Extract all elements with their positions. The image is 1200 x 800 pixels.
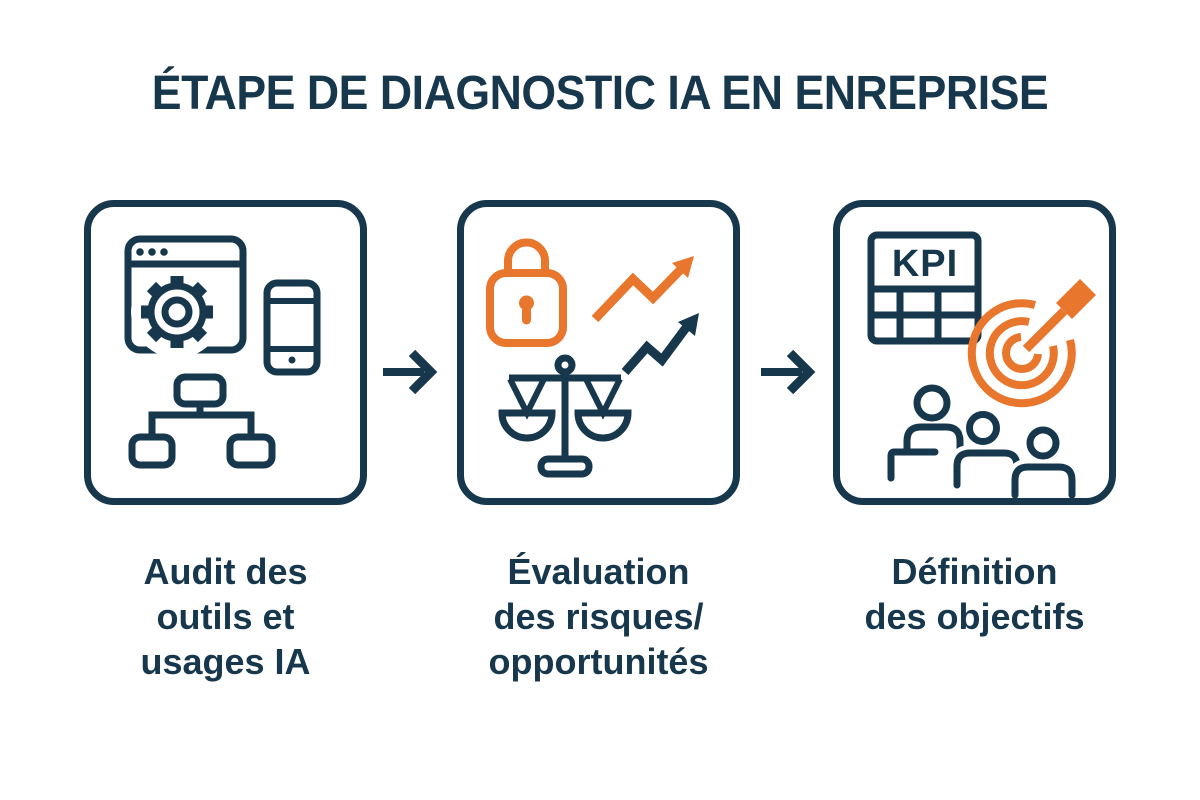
- step-label-audit: Audit des outils et usages IA: [84, 549, 367, 684]
- label-line: usages IA: [140, 641, 311, 682]
- label-line: des risques/: [493, 596, 704, 637]
- kpi-label: KPI: [892, 243, 958, 285]
- target-arrow-icon: [967, 279, 1096, 408]
- growth-arrow-orange-icon: [591, 256, 694, 323]
- objectifs-card: KPI: [833, 200, 1116, 505]
- arrow-right-icon: [761, 350, 816, 394]
- step-evaluation: Évaluation des risques/ opportunités: [457, 200, 740, 684]
- step-objectifs: KPI: [833, 200, 1116, 639]
- org-chart-icon: [128, 373, 276, 469]
- page-title: ÉTAPE DE DIAGNOSTIC IA EN ENREPRISE: [151, 67, 1049, 120]
- gear-icon: [131, 266, 223, 358]
- person-3: [1011, 426, 1076, 498]
- label-line: outils et: [156, 596, 295, 637]
- label-line: Audit des: [143, 551, 308, 592]
- evaluation-icons: [486, 238, 699, 478]
- label-line: des objectifs: [864, 596, 1085, 637]
- step-audit: Audit des outils et usages IA: [84, 200, 367, 684]
- padlock-icon: [486, 238, 567, 347]
- label-line: opportunités: [488, 641, 709, 682]
- step-label-objectifs: Définition des objectifs: [833, 549, 1116, 639]
- smartphone-icon: [263, 279, 321, 376]
- step-label-evaluation: Évaluation des risques/ opportunités: [457, 549, 740, 684]
- arrow-right-icon: [383, 350, 438, 394]
- label-line: Évaluation: [507, 551, 690, 592]
- person-2: [953, 411, 1021, 489]
- browser-toolbar: [128, 248, 243, 268]
- person-1: [887, 384, 964, 482]
- growth-arrow-navy-icon: [621, 313, 699, 375]
- audit-card: [84, 200, 367, 505]
- audit-icons: [124, 235, 321, 469]
- evaluation-card: [457, 200, 740, 505]
- balance-scale-icon: [498, 354, 632, 478]
- objectifs-icons: KPI: [867, 231, 1096, 498]
- label-line: Définition: [891, 551, 1058, 592]
- team-icon: [887, 384, 1080, 498]
- kpi-table-icon: KPI: [867, 231, 982, 345]
